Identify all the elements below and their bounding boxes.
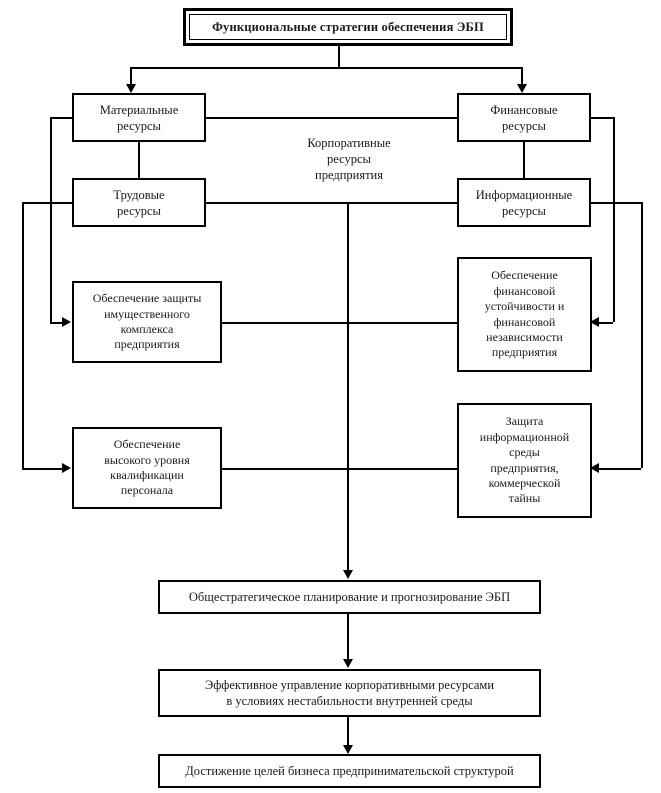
node-information-protection: Защита информационной среды предприятия,… (457, 403, 592, 518)
connector-bus-property-to-stability (222, 322, 457, 324)
connector-material-left-down (50, 117, 52, 322)
arrowhead-planning-to-management (343, 659, 353, 668)
node-personnel-qualification: Обеспечение высокого уровня квалификации… (72, 427, 222, 509)
connector-informational-into-infoprotection (599, 468, 641, 470)
node-personnel-qualification-label: Обеспечение высокого уровня квалификации… (104, 437, 190, 498)
arrowhead-title-to-financial (517, 84, 527, 93)
connector-material-to-labor (138, 142, 140, 178)
node-strategic-planning-label: Общестратегическое планирование и прогно… (188, 590, 511, 604)
node-functional-strategies-title: Функциональные стратегии обеспечения ЭБП (183, 8, 513, 46)
connector-title-to-material (130, 67, 132, 85)
node-financial-stability-label: Обеспечение финансовой устойчивости и фи… (484, 268, 565, 360)
connector-title-stem (338, 46, 340, 68)
connector-bus-material-financial (206, 117, 457, 119)
connector-planning-to-management (347, 614, 349, 659)
title-box-inner-border: Функциональные стратегии обеспечения ЭБП (189, 14, 507, 40)
connector-title-to-financial (521, 67, 523, 85)
connector-material-left-out (50, 117, 72, 119)
connector-financial-right-out (591, 117, 613, 119)
label-corporate-resources-line2: ресурсы (327, 152, 371, 166)
arrowhead-labor-to-personnel-qualification (62, 463, 71, 473)
connector-labor-left-down (22, 202, 24, 468)
node-information-protection-label: Защита информационной среды предприятия,… (479, 414, 570, 506)
connector-material-into-property (50, 322, 64, 324)
arrowhead-material-to-property-protection (62, 317, 71, 327)
connector-informational-right-down (641, 202, 643, 468)
connector-financial-right-down (613, 117, 615, 322)
label-corporate-resources-line3: предприятия (315, 168, 383, 182)
connector-financial-into-stability (599, 322, 613, 324)
connector-bus-personnel-to-infoprotection (222, 468, 457, 470)
connector-title-distribution-bar (130, 67, 522, 69)
label-corporate-resources: Корпоративные ресурсы предприятия (268, 135, 430, 183)
connector-labor-left-out (22, 202, 72, 204)
node-business-goals: Достижение целей бизнеса предприниматель… (158, 754, 541, 788)
arrowhead-informational-to-information-protection (590, 463, 599, 473)
label-corporate-resources-line1: Корпоративные (307, 136, 391, 150)
node-effective-management-label: Эффективное управление корпоративными ре… (204, 678, 495, 708)
node-title-label: Функциональные стратегии обеспечения ЭБП (212, 20, 484, 34)
arrowhead-title-to-material (126, 84, 136, 93)
node-property-protection-label: Обеспечение защиты имущественного компле… (92, 291, 202, 352)
connector-management-to-goals (347, 717, 349, 745)
arrowhead-management-to-goals (343, 745, 353, 754)
connector-labor-into-personnel (22, 468, 64, 470)
node-strategic-planning: Общестратегическое планирование и прогно… (158, 580, 541, 614)
arrowhead-spine-to-strategic-planning (343, 570, 353, 579)
arrowhead-financial-to-financial-stability (590, 317, 599, 327)
node-property-protection: Обеспечение защиты имущественного компле… (72, 281, 222, 363)
connector-bus-labor-informational (206, 202, 457, 204)
connector-financial-to-informational (523, 142, 525, 178)
node-financial-stability: Обеспечение финансовой устойчивости и фи… (457, 257, 592, 372)
connector-central-spine (347, 202, 349, 570)
node-business-goals-label: Достижение целей бизнеса предприниматель… (185, 764, 514, 778)
node-effective-management: Эффективное управление корпоративными ре… (158, 669, 541, 717)
connector-informational-right-out (591, 202, 641, 204)
